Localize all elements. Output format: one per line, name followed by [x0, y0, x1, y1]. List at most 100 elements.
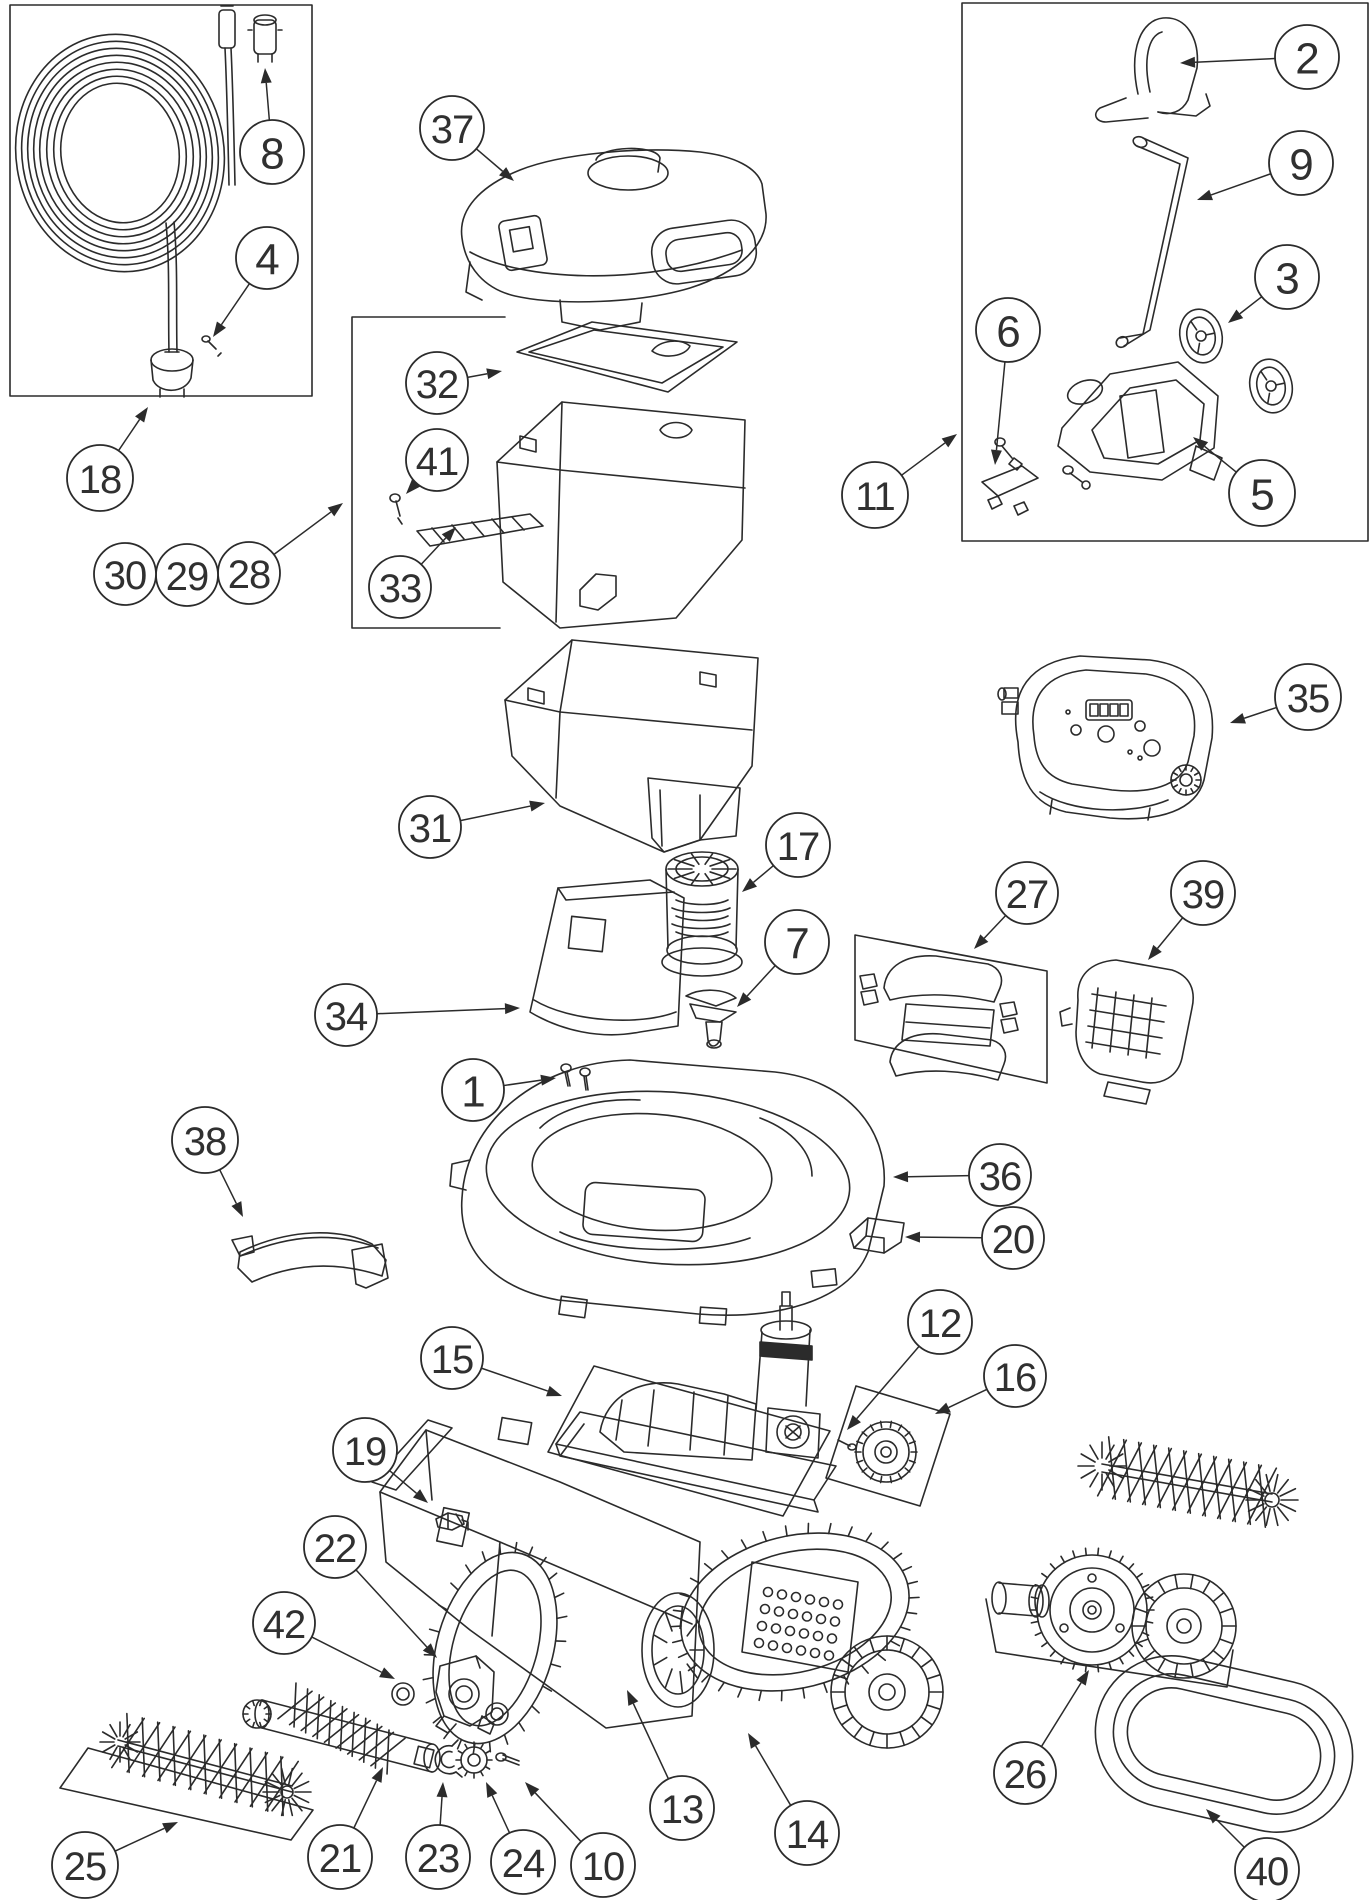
callout-number-8: 8: [260, 130, 283, 179]
box-bumpers: [854, 934, 1048, 1084]
part-handle-clamp-2: [1094, 17, 1211, 123]
callout-number-16: 16: [994, 1356, 1037, 1400]
callout-number-37: 37: [431, 108, 474, 152]
callout-number-34: 34: [325, 995, 368, 1039]
part-track-band-40: [1094, 1655, 1354, 1833]
callout-29: 29: [155, 543, 219, 607]
callout-7: 7: [737, 909, 830, 1007]
callout-number-27: 27: [1006, 873, 1049, 917]
callout-number-20: 20: [992, 1218, 1035, 1262]
callout-number-1: 1: [461, 1068, 484, 1117]
callout-8: 8: [239, 68, 305, 185]
part-floating-cable-coil: [14, 5, 283, 398]
part-swivel-connector-8: [247, 14, 283, 63]
callout-6: 6: [975, 297, 1041, 465]
part-clip-bracket-20: [849, 1217, 905, 1254]
callout-number-25: 25: [64, 1845, 107, 1889]
callout-number-12: 12: [919, 1302, 962, 1346]
callout-1: 1: [441, 1058, 556, 1122]
callout-4: 4: [213, 226, 299, 337]
part-wheel-right: [830, 1635, 944, 1749]
callout-3: 3: [1228, 244, 1320, 323]
part-top-cover: [460, 147, 767, 331]
callout-number-7: 7: [785, 920, 808, 969]
callout-27: 27: [974, 861, 1059, 949]
part-bumpers-27: [859, 955, 1019, 1081]
part-bumper-38: [231, 1232, 389, 1289]
callout-31: 31: [398, 795, 545, 859]
part-rubber-flap: [416, 513, 544, 547]
callout-number-22: 22: [314, 1527, 357, 1571]
box-cable: [9, 4, 313, 397]
callout-34: 34: [314, 983, 520, 1047]
callout-33: 33: [368, 527, 456, 619]
callout-40: 40: [1206, 1809, 1300, 1900]
callout-number-13: 13: [661, 1788, 704, 1832]
part-drive-gear-26: [991, 1547, 1237, 1679]
callout-number-6: 6: [996, 308, 1019, 357]
part-filter-basket-upper: [496, 401, 746, 629]
part-pin-12: [837, 1439, 857, 1451]
callout-number-4: 4: [255, 236, 279, 285]
grouping-boxes: [9, 2, 1369, 1841]
callout-number-21: 21: [319, 1837, 362, 1881]
callout-20: 20: [905, 1206, 1045, 1270]
callout-37: 37: [419, 95, 514, 181]
part-gear-16: [854, 1420, 918, 1484]
callout-30: 30: [93, 542, 157, 606]
callout-number-29: 29: [166, 555, 209, 599]
part-track-right: [670, 1522, 920, 1702]
callout-24: 24: [486, 1782, 556, 1895]
callout-number-26: 26: [1004, 1753, 1047, 1797]
callout-14: 14: [748, 1733, 840, 1866]
callout-number-32: 32: [416, 363, 459, 407]
callout-number-36: 36: [979, 1155, 1022, 1199]
callout-number-33: 33: [379, 567, 422, 611]
bracket-gear26: [985, 1598, 1234, 1688]
part-caddy-handle-9: [1115, 135, 1189, 349]
callout-number-10: 10: [582, 1845, 625, 1889]
callout-5: 5: [1193, 437, 1296, 527]
callout-number-28: 28: [228, 553, 271, 597]
callout-number-2: 2: [1295, 35, 1318, 84]
callout-35: 35: [1230, 663, 1342, 731]
callout-26: 26: [993, 1670, 1089, 1805]
callout-28: 28: [217, 503, 343, 605]
callout-42: 42: [252, 1591, 395, 1679]
box-caddy: [961, 2, 1369, 542]
box-gear: [825, 1385, 951, 1507]
part-chassis-13: [371, 1416, 701, 1729]
part-debris-basket: [504, 639, 759, 853]
callout-number-35: 35: [1287, 677, 1330, 721]
callout-10: 10: [525, 1782, 636, 1898]
callout-21: 21: [307, 1767, 383, 1890]
part-deflector-39: [1059, 959, 1194, 1105]
callout-number-42: 42: [263, 1603, 306, 1647]
part-impeller: [685, 989, 737, 1049]
callout-17: 17: [742, 812, 831, 892]
callout-number-5: 5: [1250, 471, 1273, 520]
part-filter-cartridge: [661, 851, 743, 977]
callout-number-15: 15: [431, 1338, 474, 1382]
part-main-body: [449, 1059, 886, 1326]
callout-number-14: 14: [786, 1813, 829, 1857]
callout-23: 23: [405, 1782, 471, 1890]
part-basket-lid: [516, 321, 738, 393]
callout-16: 16: [935, 1344, 1047, 1414]
part-caddy-hardware-6: [981, 437, 1091, 516]
callout-number-40: 40: [1246, 1850, 1289, 1894]
part-ring-42: [391, 1682, 415, 1706]
callout-number-30: 30: [104, 554, 147, 598]
callout-22: 22: [303, 1515, 437, 1658]
callout-38: 38: [171, 1106, 243, 1217]
callout-39: 39: [1148, 860, 1236, 960]
callout-number-11: 11: [855, 475, 895, 519]
part-motor-block: [555, 1291, 837, 1513]
callout-number-24: 24: [502, 1842, 545, 1886]
callout-12: 12: [847, 1289, 973, 1430]
box-motor: [547, 1365, 831, 1517]
part-gear-24: [455, 1741, 493, 1779]
callout-25: 25: [51, 1822, 178, 1899]
